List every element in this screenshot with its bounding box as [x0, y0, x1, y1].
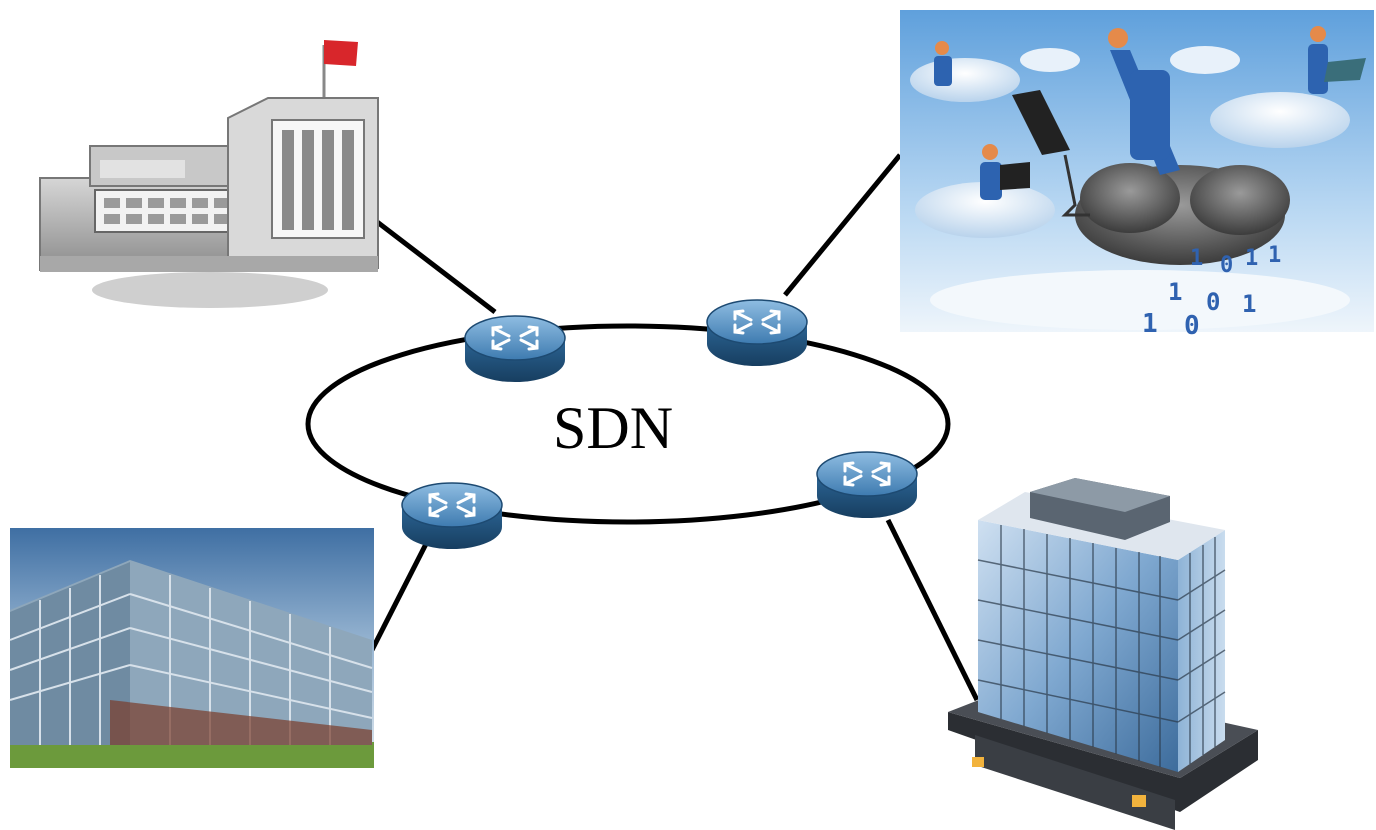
network-links	[305, 153, 980, 702]
link-photo-building	[369, 538, 431, 652]
glass-office-building	[9, 528, 374, 768]
svg-text:0: 0	[1220, 253, 1233, 278]
office-tower-icon	[948, 478, 1258, 830]
sdn-label: SDN	[553, 395, 674, 461]
routers	[401, 299, 918, 549]
router-icon	[816, 451, 918, 518]
svg-text:0: 0	[1184, 311, 1200, 341]
router-icon	[401, 482, 503, 549]
svg-text:1: 1	[1268, 243, 1281, 268]
svg-text:1: 1	[1245, 246, 1258, 271]
cloud-computing-illustration: 1 0 1 1 1 0 1 1 0	[900, 10, 1374, 341]
svg-text:1: 1	[1168, 278, 1182, 306]
svg-text:0: 0	[1206, 288, 1220, 316]
router-icon	[706, 299, 808, 366]
svg-text:1: 1	[1142, 309, 1158, 339]
link-cloud	[783, 153, 902, 297]
router-icon	[464, 315, 566, 382]
svg-text:1: 1	[1190, 246, 1203, 271]
link-factory	[370, 216, 497, 314]
link-office-tower	[885, 518, 980, 702]
factory-icon	[39, 40, 379, 308]
sdn-ring	[305, 323, 951, 525]
svg-text:1: 1	[1242, 290, 1256, 318]
